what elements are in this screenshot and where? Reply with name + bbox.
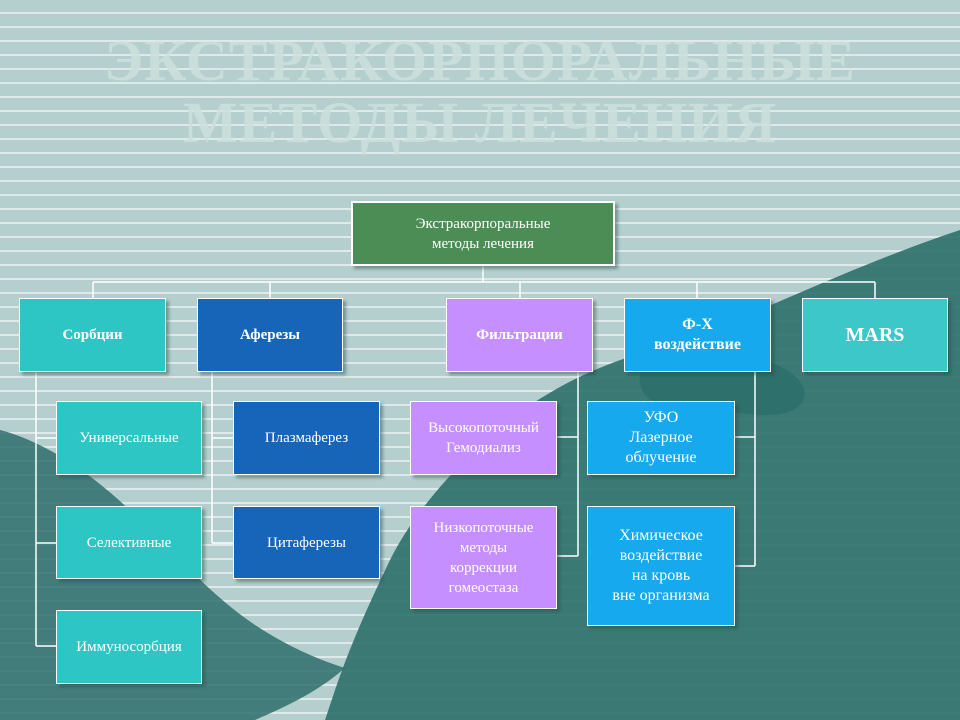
filtration-item-high-flux-line-2: Гемодиализ <box>446 440 521 456</box>
sorption-item-selective: Селективные <box>56 506 202 579</box>
slide-title: ЭКСТРАКОРПОРАЛЬНЫЕ МЕТОДЫ ЛЕЧЕНИЯ <box>0 30 960 154</box>
physchem-item-uv-laser-line-2: Лазерное <box>629 429 693 446</box>
root-node-line-1: Экстракорпоральные <box>415 215 551 232</box>
category-apheresis-label: Аферезы <box>239 327 301 343</box>
physchem-item-chemical: Химическое воздействие на кровь вне орга… <box>587 506 735 626</box>
sorption-item-selective-label: Селективные <box>86 534 172 551</box>
filtration-item-high-flux-line-1: Высокопоточный <box>428 420 539 436</box>
category-mars-label: MARS <box>845 324 905 346</box>
slide-title-line-1: ЭКСТРАКОРПОРАЛЬНЫЕ <box>103 28 856 93</box>
physchem-item-chemical-line-2: воздействие <box>619 547 703 564</box>
category-filtration: Фильтрации <box>446 298 593 372</box>
apheresis-item-plasmapheresis-label: Плазмаферез <box>264 430 349 446</box>
filtration-item-low-flux-line-3: коррекции <box>449 559 518 576</box>
apheresis-item-cytapheresis: Цитаферезы <box>233 506 380 579</box>
root-node: Экстракорпоральные методы лечения <box>351 201 615 266</box>
sorption-item-immunosorption: Иммуносорбция <box>56 610 202 684</box>
category-sorption: Сорбции <box>19 298 166 372</box>
category-sorption-label: Сорбции <box>62 327 123 343</box>
category-physchem: Ф-Х воздействие <box>624 298 771 372</box>
filtration-item-low-flux: Низкопоточные методы коррекции гомеостаз… <box>410 506 557 609</box>
category-physchem-line-2: воздействие <box>653 336 741 353</box>
category-mars: MARS <box>802 298 948 372</box>
filtration-item-low-flux-line-4: гомеостаза <box>448 579 519 596</box>
apheresis-item-cytapheresis-label: Цитаферезы <box>267 534 346 551</box>
filtration-item-low-flux-line-1: Низкопоточные <box>433 519 534 536</box>
slide-title-line-2: МЕТОДЫ ЛЕЧЕНИЯ <box>182 90 778 155</box>
category-physchem-line-1: Ф-Х <box>682 316 713 333</box>
physchem-item-chemical-line-3: на кровь <box>631 567 691 584</box>
apheresis-item-plasmapheresis: Плазмаферез <box>233 401 380 475</box>
physchem-item-chemical-line-1: Химическое <box>619 527 703 544</box>
category-apheresis: Аферезы <box>197 298 343 372</box>
physchem-item-uv-laser-line-3: облучение <box>625 449 697 466</box>
physchem-item-uv-laser: УФО Лазерное облучение <box>587 401 735 475</box>
category-filtration-label: Фильтрации <box>476 327 563 343</box>
physchem-item-uv-laser-line-1: УФО <box>643 409 679 426</box>
filtration-item-low-flux-line-2: методы <box>459 539 508 556</box>
sorption-item-immunosorption-label: Иммуносорбция <box>76 639 182 655</box>
sorption-item-universal: Универсальные <box>56 401 202 475</box>
sorption-item-universal-label: Универсальные <box>79 430 179 446</box>
filtration-item-high-flux: Высокопоточный Гемодиализ <box>410 401 557 475</box>
root-node-line-2: методы лечения <box>432 235 534 252</box>
physchem-item-chemical-line-4: вне организма <box>612 587 710 604</box>
